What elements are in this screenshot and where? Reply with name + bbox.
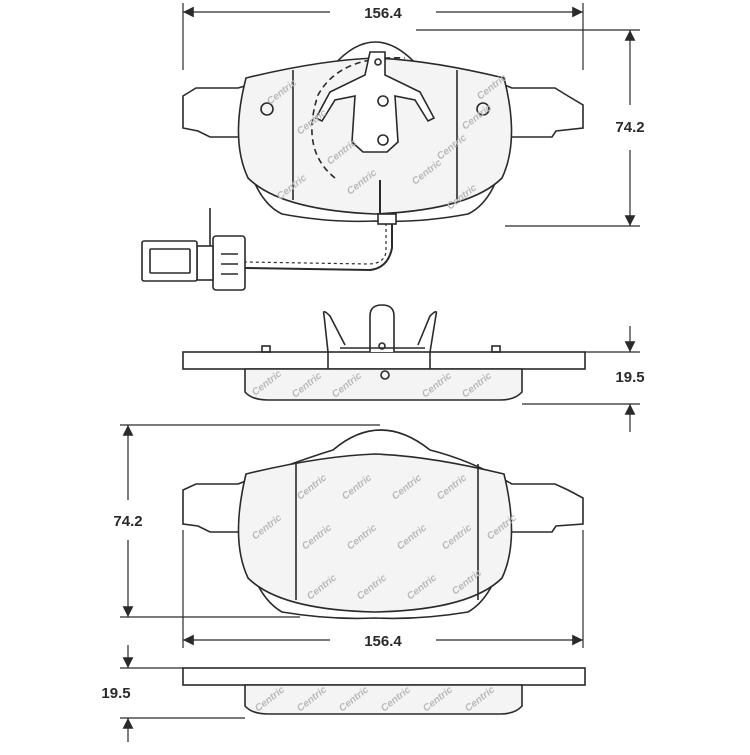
inner-mount-hole-right — [476, 102, 490, 116]
inner-pad-front-view — [141, 41, 584, 291]
dim-label-bottom-height: 74.2 — [113, 513, 142, 530]
dim-bottom-width — [182, 530, 584, 648]
side-plate-pin — [261, 345, 271, 353]
wear-sensor-wire-sheath — [244, 223, 387, 265]
inner-pad-side-view — [182, 304, 586, 401]
side-friction-hole — [380, 370, 390, 380]
inner-side-friction — [244, 368, 523, 401]
dim-bottom-thickness — [120, 645, 245, 742]
side-clip-left — [322, 310, 346, 353]
side-plate-pin — [491, 345, 501, 353]
side-clip-center-tab — [369, 304, 395, 352]
clip-rivet-center — [377, 95, 389, 107]
dim-top-height — [416, 29, 640, 227]
side-clip-rivet — [378, 342, 386, 350]
dim-label-top-thickness: 19.5 — [615, 369, 644, 386]
dim-top-width — [182, 3, 584, 70]
wear-sensor-connector — [212, 235, 246, 291]
clip-rivet-top — [374, 58, 382, 66]
outer-side-friction — [244, 684, 523, 715]
inner-side-backing-plate — [182, 351, 586, 370]
dim-top-thickness — [522, 326, 640, 432]
outer-side-backing-plate — [182, 667, 586, 686]
dim-label-bottom-thickness: 19.5 — [101, 685, 130, 702]
wear-sensor-connector-collar — [196, 245, 214, 281]
dim-label-top-width: 156.4 — [364, 5, 402, 22]
outer-friction-material — [237, 453, 513, 613]
wear-sensor-wire — [244, 180, 393, 272]
dim-label-bottom-width: 156.4 — [364, 633, 402, 650]
dim-label-top-height: 74.2 — [615, 119, 644, 136]
outer-pad-side-view — [182, 667, 586, 715]
inner-mount-hole-left — [260, 102, 274, 116]
wear-sensor-clip — [377, 213, 397, 225]
side-clip-right — [417, 310, 438, 353]
outer-pad-front-view — [182, 429, 584, 620]
anti-rattle-clip — [314, 51, 436, 153]
clip-rivet-lower — [377, 134, 389, 146]
rotor-outline-dashed — [311, 57, 406, 179]
wear-sensor-plug-face — [149, 248, 191, 274]
dim-bottom-height — [120, 424, 380, 618]
